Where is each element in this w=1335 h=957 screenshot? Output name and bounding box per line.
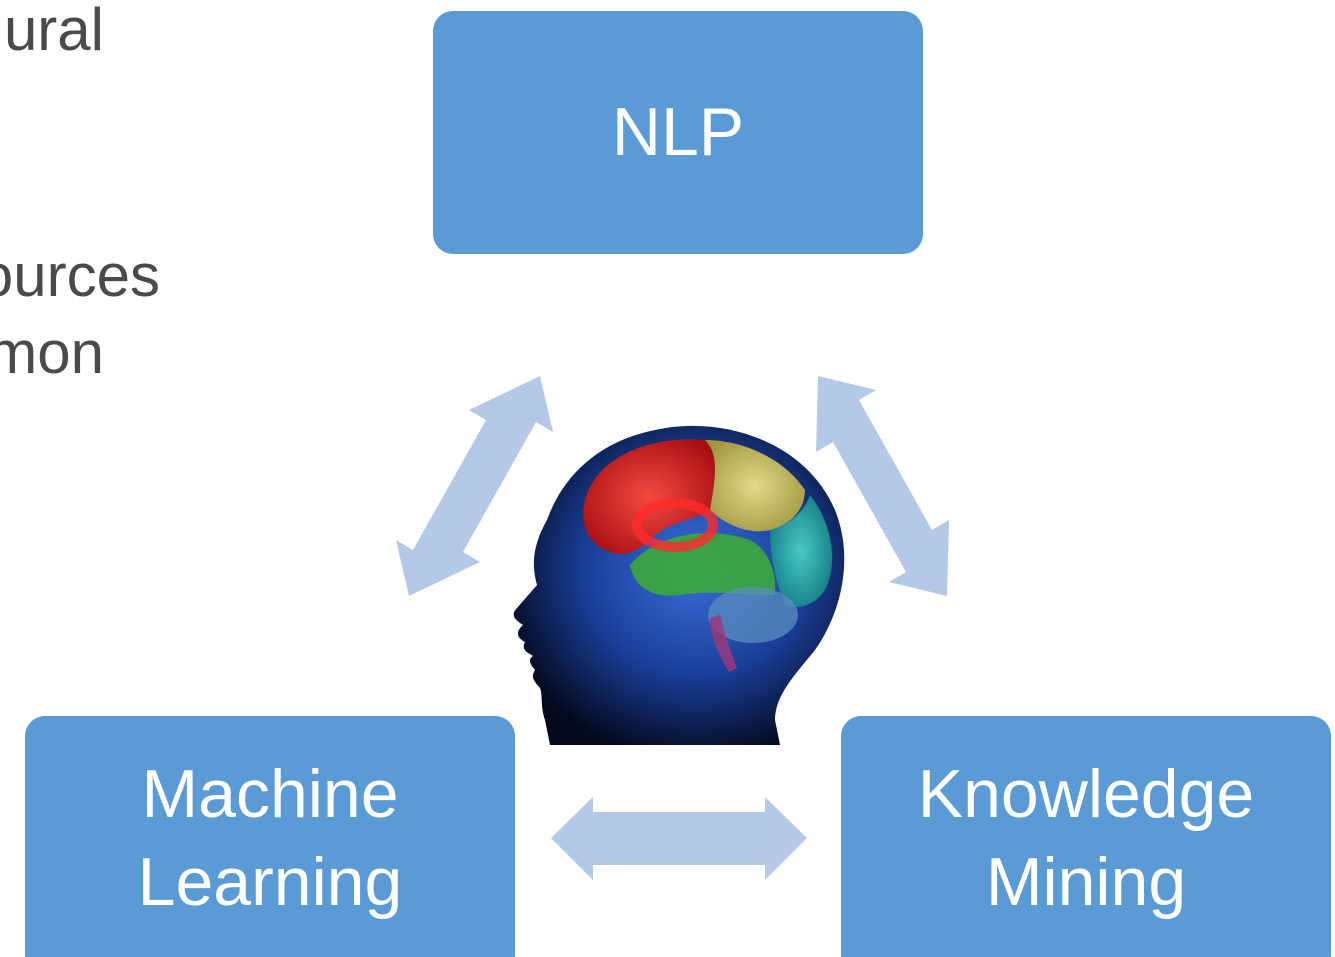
node-machine-learning-line-2: Learning [137,844,403,921]
node-machine-learning: Machine Learning [25,716,515,957]
node-knowledge-mining-line-1: Knowledge [917,756,1255,832]
node-nlp-label: NLP [611,94,745,171]
arrow-nlp-km [816,376,949,596]
background-text-line-2: ources [0,242,160,309]
background-text: ural ources mon [0,0,170,400]
arrow-ml-km [551,797,807,880]
node-knowledge-mining: Knowledge Mining [841,716,1331,957]
node-nlp: NLP [433,11,923,254]
arrow-nlp-ml [396,376,553,596]
background-text-line-1: ural [3,0,104,63]
node-knowledge-mining-line-2: Mining [985,844,1187,921]
node-machine-learning-line-1: Machine [141,756,399,832]
brain-head-icon [513,425,845,745]
background-text-line-3: mon [0,319,104,386]
